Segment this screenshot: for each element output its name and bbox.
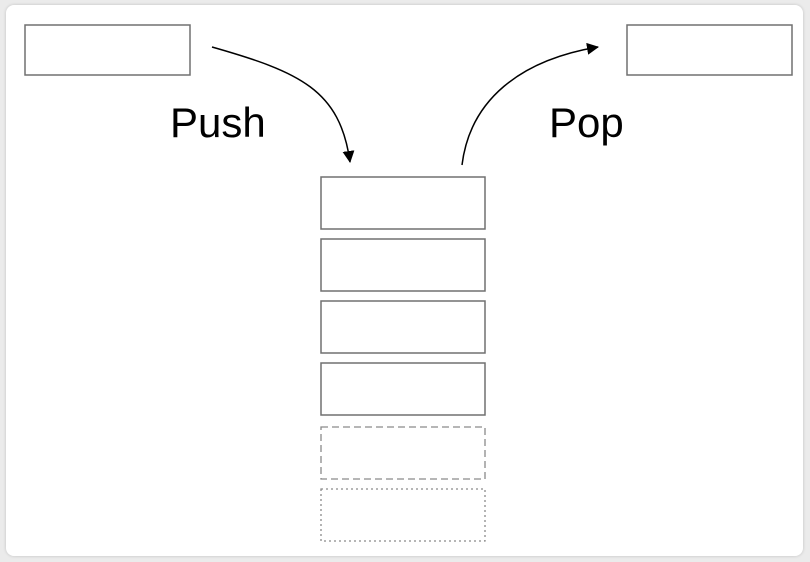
empty-stack-slot-dotted	[320, 488, 486, 542]
empty-stack-slot-dashed	[320, 426, 486, 480]
pop-arrow	[461, 42, 599, 166]
pop-label: Pop	[549, 99, 624, 146]
stack-slot	[320, 300, 486, 354]
stack-slot	[320, 176, 486, 230]
push-label: Push	[170, 99, 266, 146]
stack-slot	[320, 238, 486, 292]
outgoing-element-box	[626, 24, 793, 76]
stack-slot	[320, 362, 486, 416]
incoming-element-box	[24, 24, 191, 76]
push-arrow	[211, 46, 355, 163]
